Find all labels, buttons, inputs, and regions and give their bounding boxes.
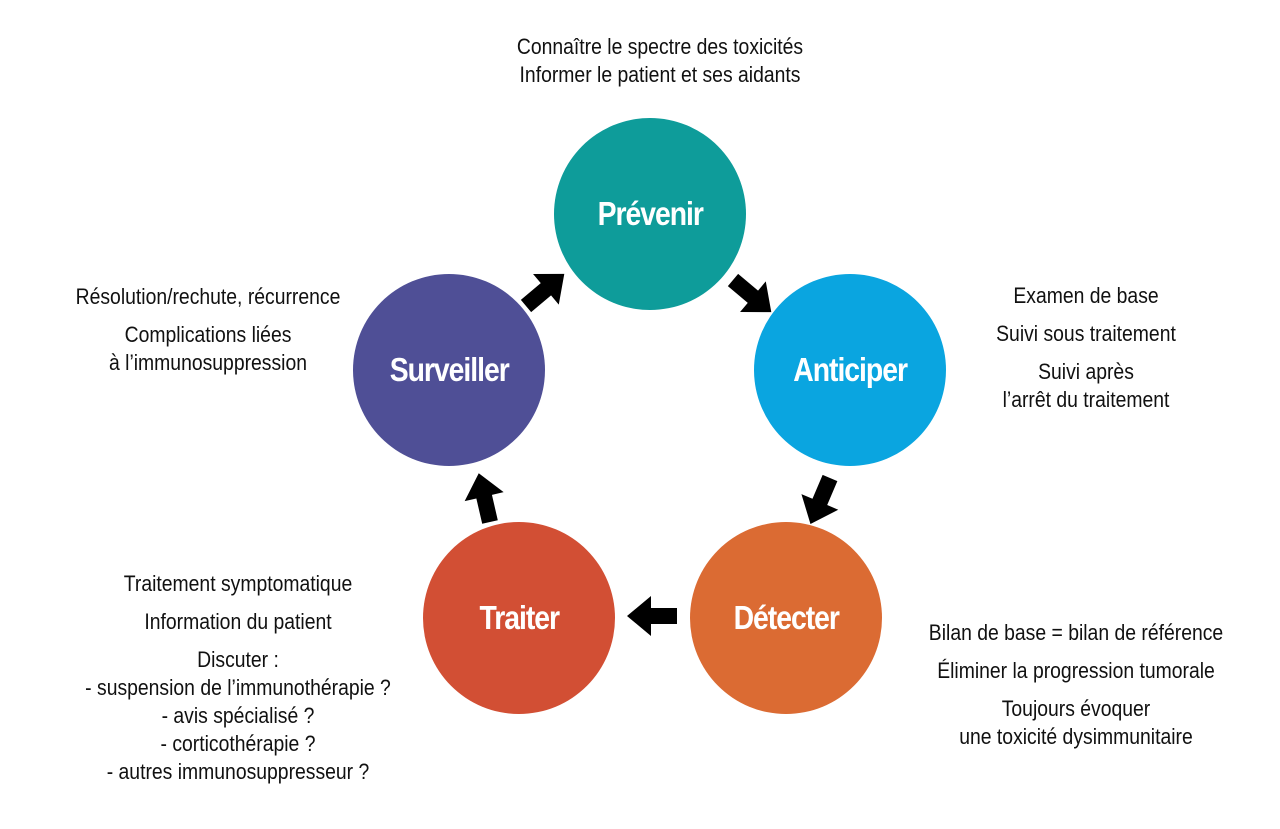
arrow-up-icon: [464, 473, 504, 524]
note-line: - avis spécialisé ?: [161, 703, 315, 728]
note-line: Résolution/rechute, récurrence: [75, 284, 341, 309]
note-line: Examen de base: [1013, 283, 1159, 308]
note-line: Toujours évoquer: [1001, 696, 1151, 721]
step-label: Détecter: [733, 599, 839, 636]
note-line: Connaître le spectre des toxicités: [516, 34, 804, 59]
step-label: Anticiper: [793, 351, 908, 388]
arrow-right-down-icon: [727, 273, 772, 313]
note-surveiller: Résolution/rechute, récurrence Complicat…: [41, 283, 375, 377]
step-traiter: Traiter: [423, 522, 615, 714]
note-line: Suivi sous traitement: [996, 321, 1176, 346]
arrow-left-icon: [627, 596, 677, 636]
note-line: Traitement symptomatique: [123, 571, 353, 596]
note-line: - suspension de l’immunothérapie ?: [85, 675, 391, 700]
note-line: - autres immunosuppresseur ?: [106, 759, 370, 784]
step-label: Prévenir: [597, 195, 703, 232]
arrow-down-left-icon: [801, 474, 839, 525]
note-line: une toxicité dysimmunitaire: [959, 724, 1193, 749]
note-line: - corticothérapie ?: [160, 731, 316, 756]
note-line: Information du patient: [144, 609, 332, 634]
note-line: Bilan de base = bilan de référence: [928, 620, 1224, 645]
note-detecter: Bilan de base = bilan de référence Élimi…: [900, 619, 1252, 751]
note-line: Éliminer la progression tumorale: [937, 658, 1215, 683]
note-line: Informer le patient et ses aidants: [519, 62, 801, 87]
note-line: l’arrêt du traitement: [1002, 387, 1170, 412]
step-prevenir: Prévenir: [554, 118, 746, 310]
note-line: Discuter :: [197, 647, 279, 672]
note-line: à l’immunosuppression: [109, 350, 307, 375]
note-line: Suivi après: [1038, 359, 1134, 384]
note-prevenir: Connaître le spectre des toxicités Infor…: [484, 33, 836, 89]
step-anticiper: Anticiper: [754, 274, 946, 466]
arrow-up-right-icon: [520, 273, 565, 313]
note-traiter: Traitement symptomatique Information du …: [53, 570, 423, 786]
note-anticiper: Examen de base Suivi sous traitement Sui…: [963, 282, 1209, 414]
step-detecter: Détecter: [690, 522, 882, 714]
step-label: Surveiller: [389, 351, 509, 388]
note-line: Complications liées: [124, 322, 292, 347]
step-surveiller: Surveiller: [353, 274, 545, 466]
step-label: Traiter: [479, 599, 560, 636]
